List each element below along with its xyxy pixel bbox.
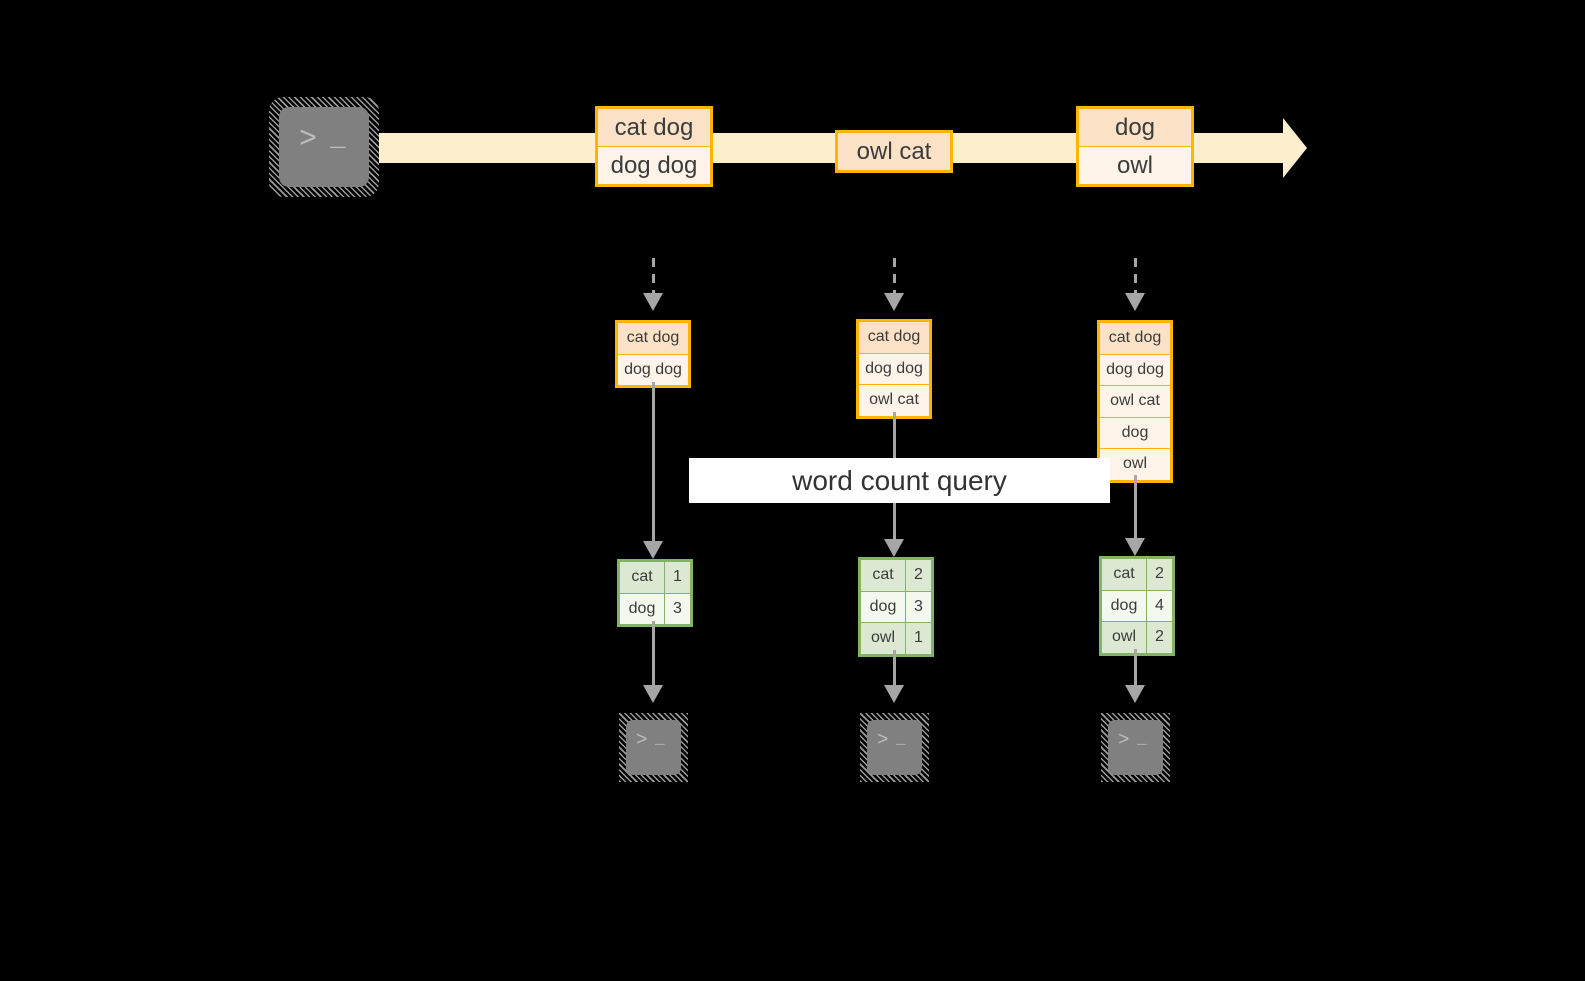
count-cell: 1 [664, 562, 690, 593]
stage-1-inflow-arrowhead [643, 293, 663, 311]
table-row: dog 3 [861, 590, 931, 622]
terminal-screen [867, 720, 922, 775]
count-cell: 2 [1146, 559, 1172, 590]
stage-2-sink-terminal[interactable]: > _ [860, 713, 929, 782]
stage-2-inflow-line [892, 258, 896, 294]
stream-batch-3[interactable]: dog owl [1076, 106, 1194, 187]
stream-batch-2[interactable]: owl cat [835, 130, 953, 173]
table-row: cat 1 [620, 562, 690, 593]
count-cell: 4 [1146, 590, 1172, 621]
stream-record: owl cat [838, 133, 950, 170]
terminal-screen [626, 720, 681, 775]
input-record: cat dog [859, 322, 929, 353]
word-cell: owl [1102, 622, 1146, 653]
stage-3-sink-terminal[interactable]: > _ [1101, 713, 1170, 782]
stage-1-query-arrowhead [643, 541, 663, 559]
stage-1-sink-line [651, 621, 655, 697]
stage-3-query-line [1133, 475, 1137, 552]
input-record: dog dog [1100, 353, 1170, 385]
terminal-cursor-icon: _ [1137, 730, 1148, 748]
table-row: cat 2 [1102, 559, 1172, 590]
stage-2-sink-arrowhead [884, 685, 904, 703]
terminal-screen [1108, 720, 1163, 775]
input-record: cat dog [1100, 323, 1170, 354]
terminal-prompt-icon: > [299, 123, 319, 157]
terminal-screen [279, 107, 369, 187]
count-cell: 2 [1146, 622, 1172, 653]
word-cell: dog [1102, 590, 1146, 621]
input-record: dog dog [618, 353, 688, 385]
table-row: dog 3 [620, 592, 690, 624]
word-cell: cat [1102, 559, 1146, 590]
stage-2-input-box[interactable]: cat dog dog dog owl cat [856, 319, 932, 419]
stage-3-output-table[interactable]: cat 2 dog 4 owl 2 [1099, 556, 1175, 656]
input-record: owl cat [1100, 385, 1170, 417]
input-record: dog dog [859, 352, 929, 384]
stream-record: dog dog [598, 146, 710, 184]
input-record: owl [1100, 448, 1170, 480]
stage-2-sink-line [892, 650, 896, 696]
word-cell: owl [861, 623, 905, 654]
table-row: cat 2 [861, 560, 931, 591]
table-row: owl 1 [861, 622, 931, 654]
stage-3-query-arrowhead [1125, 538, 1145, 556]
stream-arrowhead [1283, 118, 1307, 178]
stage-2-inflow-arrowhead [884, 293, 904, 311]
word-cell: dog [861, 591, 905, 622]
stage-3-inflow-line [1133, 258, 1137, 294]
word-cell: dog [620, 593, 664, 624]
query-label: word count query [792, 464, 1007, 496]
stage-3-sink-line [1133, 649, 1137, 696]
input-record: cat dog [618, 323, 688, 354]
stage-1-sink-arrowhead [643, 685, 663, 703]
stream-record: dog [1079, 109, 1191, 146]
terminal-cursor-icon: _ [655, 730, 666, 748]
word-cell: cat [620, 562, 664, 593]
count-cell: 3 [905, 591, 931, 622]
stage-3-sink-arrowhead [1125, 685, 1145, 703]
stage-1-query-line [651, 382, 655, 554]
count-cell: 2 [905, 560, 931, 591]
stage-1-sink-terminal[interactable]: > _ [619, 713, 688, 782]
stream-record: owl [1079, 146, 1191, 184]
source-terminal[interactable]: > _ [269, 97, 379, 197]
stage-1-output-table[interactable]: cat 1 dog 3 [617, 559, 693, 627]
query-label-band: word count query [689, 458, 1110, 503]
table-row: owl 2 [1102, 621, 1172, 653]
stage-2-output-table[interactable]: cat 2 dog 3 owl 1 [858, 557, 934, 657]
input-record: owl cat [859, 384, 929, 416]
stage-3-inflow-arrowhead [1125, 293, 1145, 311]
stream-batch-1[interactable]: cat dog dog dog [595, 106, 713, 187]
terminal-cursor-icon: _ [330, 123, 347, 153]
count-cell: 3 [664, 593, 690, 624]
terminal-prompt-icon: > [877, 729, 890, 751]
word-cell: cat [861, 560, 905, 591]
stage-1-inflow-line [651, 258, 655, 294]
table-row: dog 4 [1102, 589, 1172, 621]
stage-3-input-box[interactable]: cat dog dog dog owl cat dog owl [1097, 320, 1173, 483]
stage-1-input-box[interactable]: cat dog dog dog [615, 320, 691, 388]
terminal-cursor-icon: _ [896, 730, 907, 748]
count-cell: 1 [905, 623, 931, 654]
input-record: dog [1100, 416, 1170, 448]
terminal-prompt-icon: > [1118, 729, 1131, 751]
terminal-prompt-icon: > [636, 729, 649, 751]
stage-2-query-arrowhead [884, 539, 904, 557]
stream-record: cat dog [598, 109, 710, 146]
